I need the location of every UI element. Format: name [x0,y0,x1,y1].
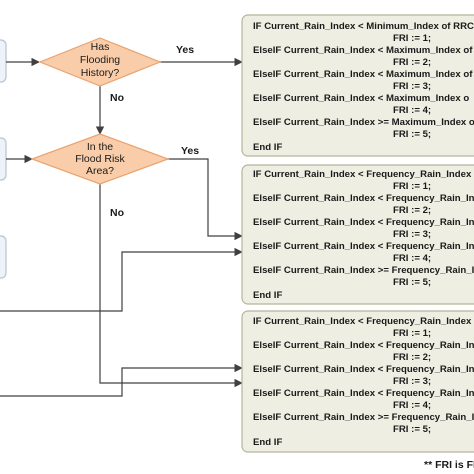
decision-1-line1: Has [91,41,110,53]
code-line: ElseIF Current_Rain_Index >= Frequency_R… [253,412,474,423]
code-line: End IF [253,142,282,153]
code-line: ElseIF Current_Rain_Index < Maximum_Inde… [253,93,469,104]
code-line: FRI := 1; [393,33,431,44]
code-line: ElseIF Current_Rain_Index < Frequency_Ra… [253,241,474,252]
code-box-2-lines: IF Current_Rain_Index < Frequency_Rain_I… [253,169,474,301]
code-line: FRI := 4; [393,253,431,264]
left-box-1 [0,39,7,83]
decision-flooding-history [38,37,162,87]
decision-2-line2: Flood Risk [75,153,125,165]
code-line: ElseIF Current_Rain_Index >= Maximum_Ind… [253,117,474,128]
code-line: IF Current_Rain_Index < Frequency_Rain_I… [253,169,472,180]
code-line: FRI := 4; [393,400,431,411]
code-line: FRI := 1; [393,328,431,339]
code-line: IF Current_Rain_Index < Minimum_Index of… [253,21,474,32]
left-box-2 [0,137,7,181]
label-yes-1: Yes [176,44,194,56]
arrow-no-2 [99,184,243,388]
decision-flood-risk-area [30,133,170,185]
code-line: FRI := 5; [393,424,431,435]
code-line: FRI := 2; [393,57,431,68]
left-box-3 [0,235,7,279]
code-line: ElseIF Current_Rain_Index < Maximum_Inde… [253,69,473,80]
code-line: ElseIF Current_Rain_Index < Frequency_Ra… [253,364,474,375]
code-line: ElseIF Current_Rain_Index < Maximum_Inde… [253,45,473,56]
code-box-3-lines: IF Current_Rain_Index < Frequency_Rain_I… [253,316,474,448]
code-line: FRI := 3; [393,81,431,92]
label-yes-2: Yes [181,145,199,157]
code-line: FRI := 5; [393,129,431,140]
arrow-left-box2 [0,247,243,312]
arrow-left-box3 [0,363,243,397]
footnote: ** FRI is FI [424,459,474,471]
label-no-1: No [110,92,124,104]
code-line: FRI := 3; [393,376,431,387]
arrow-yes-2 [151,158,243,241]
code-line: FRI := 3; [393,229,431,240]
decision-2-line3: Area? [86,165,114,177]
code-line: FRI := 2; [393,205,431,216]
code-line: FRI := 4; [393,105,431,116]
code-line: IF Current_Rain_Index < Frequency_Rain_I… [253,316,472,327]
decision-1-line3: History? [81,67,120,79]
code-line: End IF [253,290,282,301]
code-line: ElseIF Current_Rain_Index < Frequency_Ra… [253,217,474,228]
code-line: FRI := 5; [393,277,431,288]
code-line: ElseIF Current_Rain_Index < Frequency_Ra… [253,340,474,351]
code-box-1 [241,14,474,157]
code-line: ElseIF Current_Rain_Index < Frequency_Ra… [253,193,474,204]
code-line: ElseIF Current_Rain_Index >= Frequency_R… [253,265,474,276]
code-line: FRI := 1; [393,181,431,192]
code-box-3 [241,310,474,453]
decision-1-line2: Flooding [80,54,120,66]
code-line: FRI := 2; [393,352,431,363]
decision-2-line1: In the [87,141,113,153]
code-box-2 [241,164,474,305]
code-line: ElseIF Current_Rain_Index < Frequency_Ra… [253,388,474,399]
label-no-2: No [110,207,124,219]
code-line: End IF [253,437,282,448]
code-box-1-lines: IF Current_Rain_Index < Minimum_Index of… [253,21,474,153]
